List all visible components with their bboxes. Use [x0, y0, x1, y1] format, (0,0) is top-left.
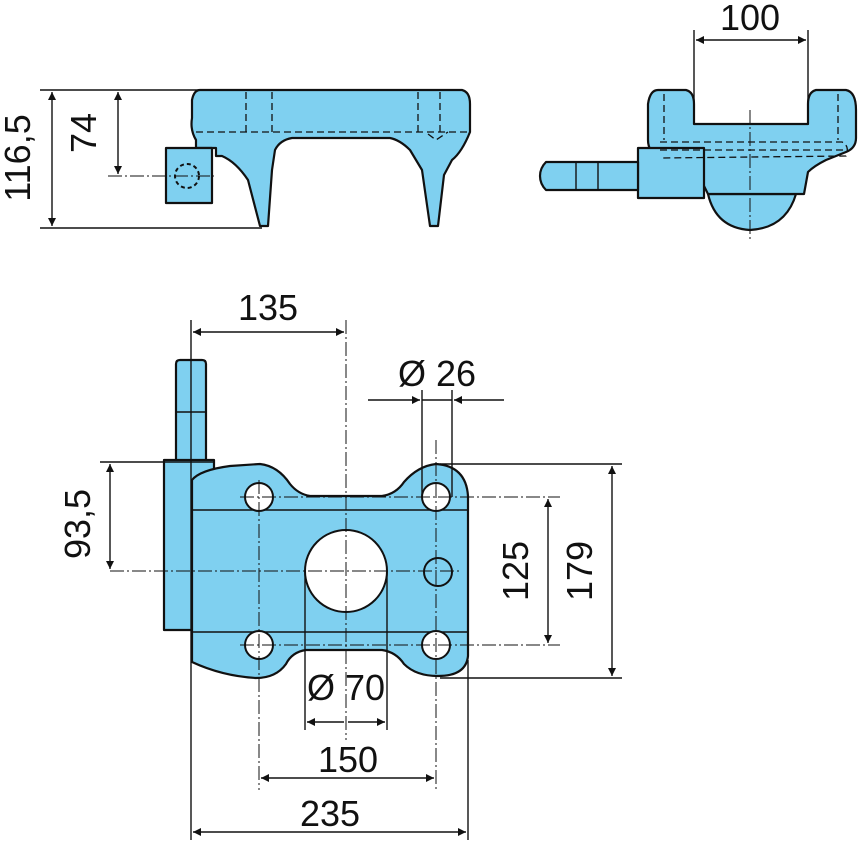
small-hole [423, 557, 453, 587]
dim-label-74: 74 [63, 113, 104, 153]
plan-view: 135 Ø 26 93,5 125 179 Ø 70 150 235 [57, 287, 622, 840]
end-view-hub [636, 146, 706, 200]
dim-label-125: 125 [495, 541, 536, 601]
side-view-body [190, 88, 472, 228]
dim-label-235: 235 [300, 793, 360, 834]
dim-label-d26: Ø 26 [398, 353, 476, 394]
dim-label-d70: Ø 70 [307, 667, 385, 708]
dim-label-116-5: 116,5 [0, 114, 38, 201]
dim-label-179: 179 [559, 541, 600, 601]
side-view-left: 116,5 74 [0, 88, 472, 229]
dim-label-100: 100 [720, 0, 780, 38]
end-view-right: 100 [538, 0, 858, 240]
dim-label-93-5: 93,5 [57, 489, 98, 559]
end-view-dome [706, 192, 798, 232]
dim-label-135: 135 [238, 287, 298, 328]
dim-label-150: 150 [318, 739, 378, 780]
end-view-shaft [538, 160, 640, 192]
